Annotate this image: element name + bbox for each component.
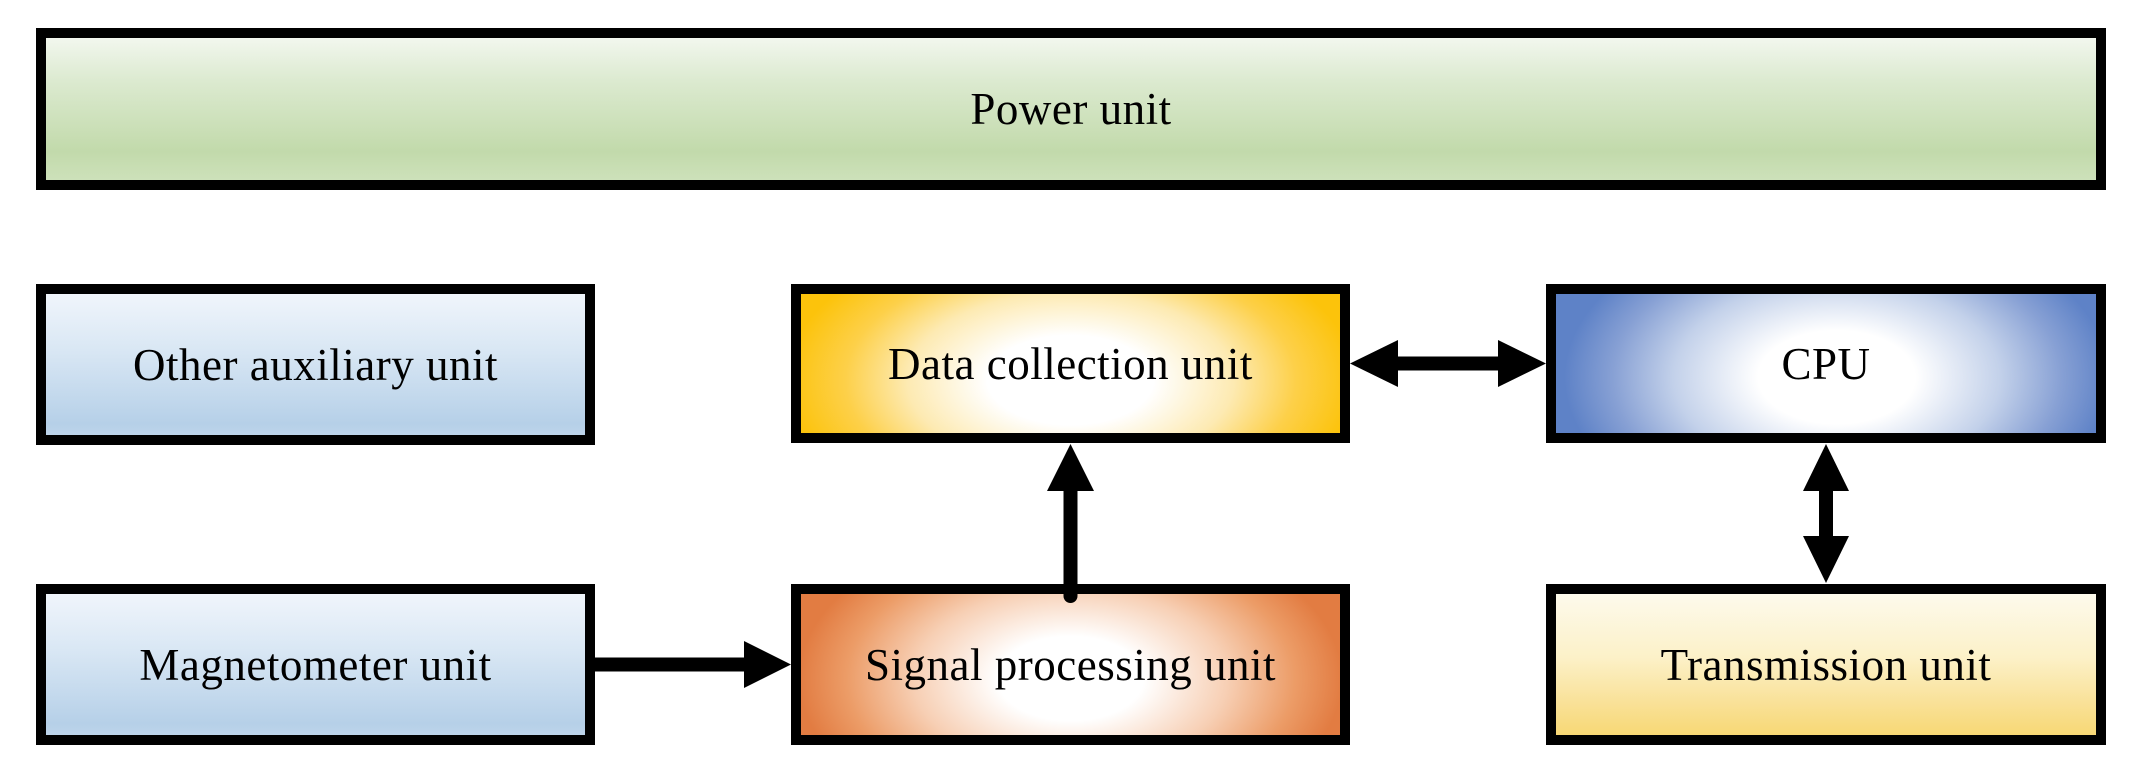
node-magnetometer-unit: Magnetometer unit (36, 584, 595, 745)
node-other-auxiliary-unit: Other auxiliary unit (36, 284, 595, 445)
node-transmission-unit: Transmission unit (1546, 584, 2106, 745)
node-signal-processing-unit: Signal processing unit (791, 584, 1350, 745)
arrow-data-collection-cpu (1350, 340, 1546, 387)
node-other-auxiliary-unit-label: Other auxiliary unit (133, 339, 498, 390)
node-data-collection-unit: Data collection unit (791, 284, 1350, 443)
arrow-cpu-transmission (1803, 444, 1849, 583)
node-cpu-label: CPU (1781, 338, 1871, 389)
arrow-signal-processing-data-collection (1047, 444, 1094, 603)
node-magnetometer-unit-label: Magnetometer unit (139, 639, 492, 690)
node-signal-processing-unit-label: Signal processing unit (865, 639, 1276, 690)
node-data-collection-unit-label: Data collection unit (888, 338, 1253, 389)
node-cpu: CPU (1546, 284, 2106, 443)
node-transmission-unit-label: Transmission unit (1660, 639, 1992, 690)
node-power-unit-label: Power unit (970, 84, 1172, 134)
node-power-unit: Power unit (36, 28, 2106, 190)
arrow-magnetometer-signal-processing (585, 641, 791, 688)
